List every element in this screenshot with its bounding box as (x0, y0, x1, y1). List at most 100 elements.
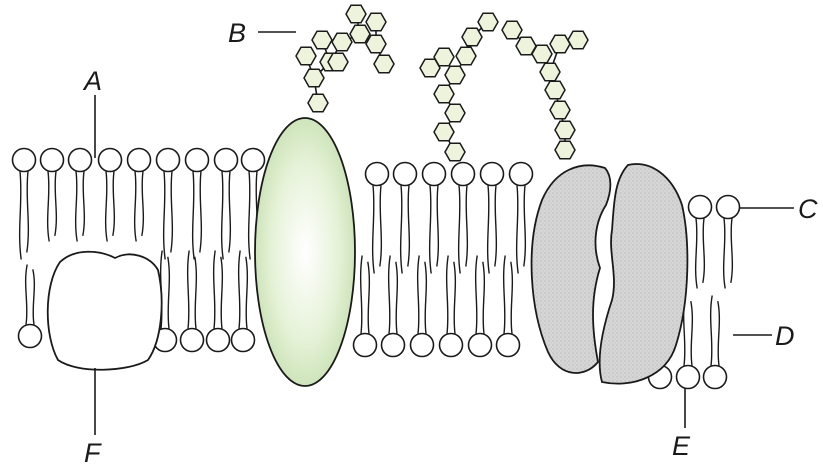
lipid-tail (164, 172, 166, 260)
outer-phospholipid (366, 163, 389, 274)
sugar-hexagon (374, 55, 394, 72)
lipid-tail (524, 186, 526, 267)
lipid-tail (731, 219, 733, 283)
lipid-tail (106, 172, 108, 242)
lipid-tail (222, 172, 224, 260)
lipid-head (99, 149, 122, 172)
outer-phospholipid (717, 196, 740, 289)
lipid-tail (408, 186, 410, 267)
lipid-tail (373, 186, 375, 274)
lipid-head (128, 149, 151, 172)
sugar-hexagon (516, 37, 536, 54)
sugar-hexagon (308, 94, 328, 111)
lipid-tail (718, 301, 720, 365)
lipid-head (232, 329, 255, 352)
lipid-head (452, 163, 475, 186)
integral-protein-glycoprotein (255, 118, 355, 386)
lipid-head (41, 149, 64, 172)
lipid-tail (466, 186, 468, 267)
sugar-hexagon (550, 101, 570, 118)
lipid-tail (495, 186, 497, 267)
lipid-tail (504, 256, 506, 334)
sugar-hexagon (312, 31, 332, 48)
channel-protein-left-subunit (532, 165, 611, 373)
lipid-head (13, 149, 36, 172)
label-f: F (84, 438, 102, 467)
lipid-tail (459, 186, 461, 274)
inner-phospholipid (181, 251, 204, 352)
sugar-hexagon (555, 121, 575, 138)
lipid-tail (83, 172, 85, 236)
lipid-tail (55, 172, 57, 236)
sugar-hexagon (445, 143, 465, 160)
outer-phospholipid (69, 149, 92, 242)
lipid-tail (113, 172, 115, 236)
lipid-tail (33, 269, 35, 324)
lipid-tail (246, 257, 248, 329)
lipid-tail (361, 256, 363, 334)
lipid-tail (401, 186, 403, 274)
lipid-tail (380, 186, 382, 267)
lipid-head (207, 329, 230, 352)
lipid-head (242, 149, 265, 172)
sugar-hexagon (332, 33, 352, 50)
lipid-tail (511, 262, 513, 334)
lipid-tail (168, 257, 170, 329)
lipid-head (354, 334, 377, 357)
lipid-tail (368, 262, 370, 334)
sugar-hexagon (462, 28, 482, 45)
inner-phospholipid (440, 256, 463, 357)
lipid-head (481, 163, 504, 186)
lipid-tail (425, 262, 427, 334)
outer-phospholipid (186, 149, 209, 260)
lipid-head (186, 149, 209, 172)
lipid-tail (454, 262, 456, 334)
outer-phospholipid (13, 149, 36, 260)
outer-phospholipid (452, 163, 475, 274)
sugar-hexagon (545, 81, 565, 98)
lipid-tail (239, 251, 241, 329)
lipid-tail (703, 219, 705, 283)
lipid-head (69, 149, 92, 172)
lipid-tail (214, 251, 216, 329)
sugar-hexagon (478, 13, 498, 30)
outer-phospholipid (157, 149, 180, 260)
outer-phospholipid (394, 163, 417, 274)
lipid-head (469, 334, 492, 357)
outer-phospholipid (689, 196, 712, 289)
inner-phospholipid (19, 265, 42, 348)
sugar-hexagon (328, 53, 348, 70)
lipid-tail (135, 172, 137, 242)
inner-phospholipid (469, 256, 492, 357)
lipid-head (510, 163, 533, 186)
channel-protein-right-subunit (600, 164, 688, 384)
lipid-tail (229, 172, 231, 253)
lipid-head (215, 149, 238, 172)
outer-phospholipid (481, 163, 504, 274)
lipid-tail (249, 172, 251, 260)
lipid-tail (48, 172, 50, 242)
lipid-tail (195, 257, 197, 329)
label-e: E (672, 431, 691, 461)
sugar-hexagon (568, 31, 588, 48)
label-a: A (82, 66, 102, 96)
lipid-tail (200, 172, 202, 253)
sugar-hexagon (502, 21, 522, 38)
sugar-hexagon (420, 59, 440, 76)
lipid-head (19, 325, 42, 348)
lipid-tail (389, 256, 391, 334)
sugar-hexagon (434, 123, 454, 140)
label-b: B (228, 18, 246, 48)
outer-phospholipid (215, 149, 238, 260)
lipid-head (181, 329, 204, 352)
inner-phospholipid (411, 256, 434, 357)
inner-phospholipid (207, 251, 230, 352)
outer-phospholipid (128, 149, 151, 242)
lipid-tail (476, 256, 478, 334)
sugar-hexagon (296, 47, 316, 64)
outer-phospholipid (510, 163, 533, 274)
lipid-tail (26, 265, 28, 325)
lipid-head (717, 196, 740, 219)
sugar-hexagon (540, 63, 560, 80)
inner-phospholipid (382, 256, 405, 357)
